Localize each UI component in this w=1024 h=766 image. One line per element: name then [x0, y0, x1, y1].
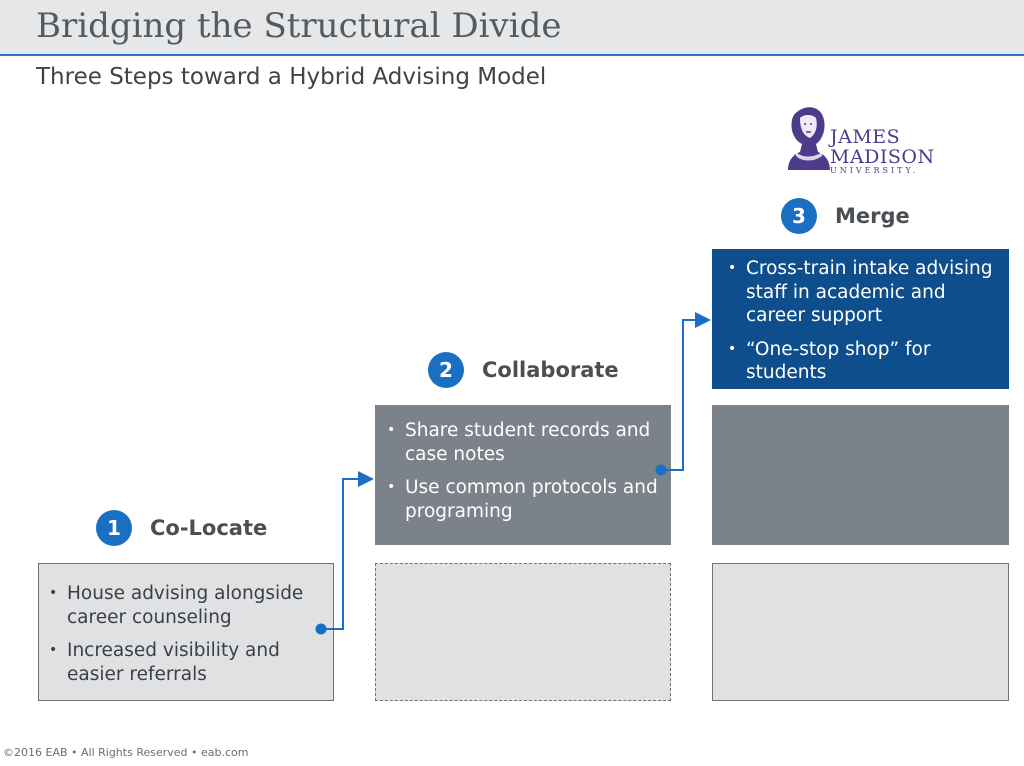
step-3-header: 3 Merge: [781, 198, 910, 234]
step-2-bullet: Share student records and case notes: [383, 419, 663, 466]
logo-line-1: JAMES: [830, 126, 901, 148]
step-2-number-badge: 2: [428, 352, 464, 388]
step-2-header: 2 Collaborate: [428, 352, 619, 388]
logo-line-2: MADISON: [830, 146, 935, 168]
madison-portrait-icon: [788, 107, 830, 170]
step-3-bullet: Cross-train intake advising staff in aca…: [724, 257, 1003, 328]
step-1-number-badge: 1: [96, 510, 132, 546]
step-2-bullet: Use common protocols and programing: [383, 476, 663, 523]
university-logo: JAMES MADISON UNIVERSITY.: [786, 104, 946, 176]
logo-line-3: UNIVERSITY.: [830, 166, 919, 175]
step-2-label: Collaborate: [482, 358, 619, 382]
page-subtitle: Three Steps toward a Hybrid Advising Mod…: [36, 64, 547, 90]
step-1-bullet: Increased visibility and easier referral…: [45, 639, 325, 686]
step-1-header: 1 Co-Locate: [96, 510, 267, 546]
step-3-merge-box: Cross-train intake advising staff in aca…: [712, 249, 1009, 389]
step-2-base-placeholder: [375, 563, 671, 701]
step-2-collaborate-box: Share student records and case notes Use…: [375, 405, 671, 545]
page-title: Bridging the Structural Divide: [36, 6, 562, 46]
copyright-footer: ©2016 EAB • All Rights Reserved • eab.co…: [3, 746, 249, 759]
step-1-label: Co-Locate: [150, 516, 268, 540]
step-3-base-block: [712, 563, 1009, 701]
step-3-number-badge: 3: [781, 198, 817, 234]
step-1-bullet: House advising alongside career counseli…: [45, 582, 325, 629]
step-3-middle-block: [712, 405, 1009, 545]
step-3-bullet: “One-stop shop” for students: [724, 338, 1003, 385]
title-bar: Bridging the Structural Divide: [0, 0, 1024, 56]
step-3-label: Merge: [835, 204, 910, 228]
step-1-co-locate-box: House advising alongside career counseli…: [38, 563, 334, 701]
